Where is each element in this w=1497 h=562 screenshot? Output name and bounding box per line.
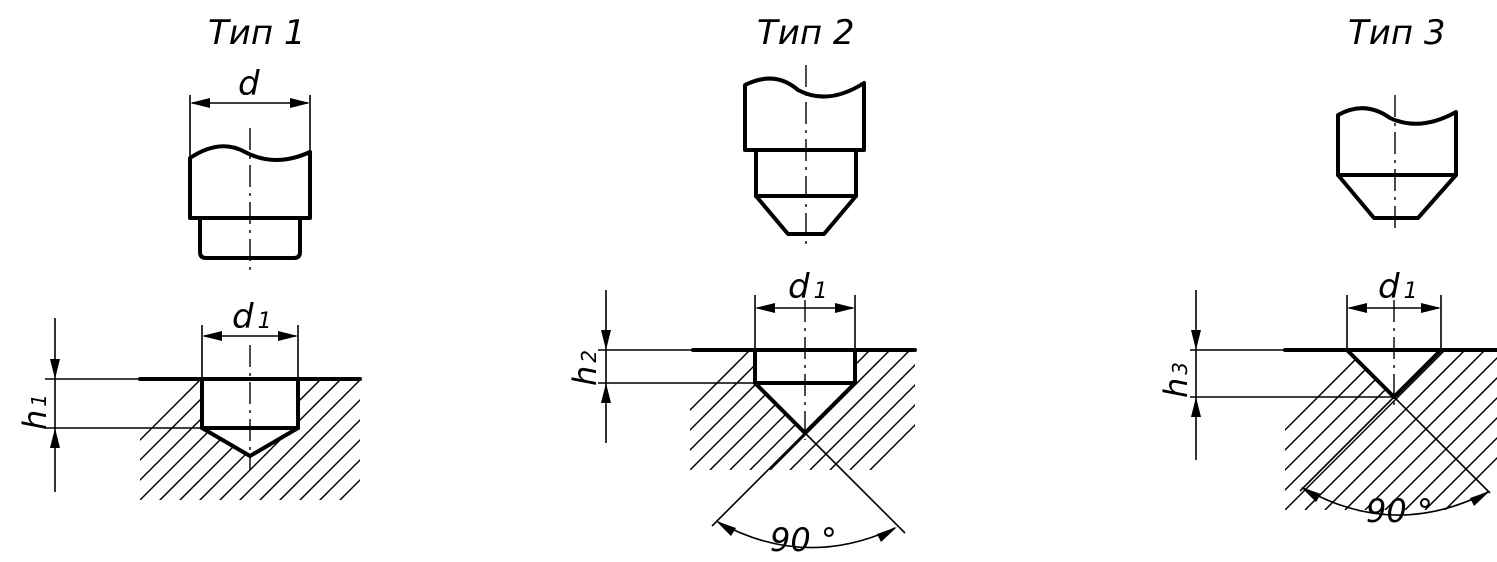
type-1-h1-label: h [16, 410, 54, 430]
type-2-dim-angle: 90 ° [716, 521, 897, 559]
type-3-d1-label: d [1378, 267, 1400, 307]
type-2-h2-label: h [566, 366, 604, 386]
svg-text:h1: h1 [16, 394, 54, 430]
type-1-section [138, 345, 362, 500]
type-1-group: Тип 1 d [16, 13, 362, 500]
type-1-pin [188, 128, 312, 275]
type-3-pin [1336, 95, 1458, 230]
type-1-h1-sub: 1 [27, 394, 51, 407]
type-2-pin [743, 65, 866, 245]
type-2-title: Тип 2 [757, 13, 855, 53]
svg-text:h2: h2 [566, 350, 604, 386]
type-2-d1-label: d [788, 267, 810, 307]
type-3-h3-sub: 3 [1168, 362, 1192, 375]
type-1-dim-d: d [189, 64, 311, 215]
type-3-angle-label: 90 ° [1366, 492, 1433, 530]
svg-text:d1: d1 [1378, 267, 1418, 307]
type-2-h2-sub: 2 [577, 350, 601, 363]
type-2-section [690, 300, 917, 534]
type-3-d1-sub: 1 [1404, 279, 1418, 304]
type-1-d1-sub: 1 [258, 309, 272, 334]
type-3-dim-angle: 90 ° [1301, 487, 1490, 530]
type-1-d-label: d [238, 64, 260, 104]
type-3-h3-label: h [1157, 378, 1195, 398]
type-3-section [1283, 300, 1497, 510]
type-3-dim-h3: h3 [1157, 290, 1392, 460]
type-1-dim-h1: h1 [16, 318, 200, 492]
svg-text:d1: d1 [788, 267, 828, 307]
type-2-d1-sub: 1 [814, 279, 828, 304]
type-2-angle-label: 90 ° [770, 521, 837, 559]
type-1-d1-label: d [232, 297, 254, 337]
type-1-title: Тип 1 [208, 13, 306, 53]
type-3-group: Тип 3 [1157, 13, 1497, 530]
svg-text:d1: d1 [232, 297, 272, 337]
svg-text:h3: h3 [1157, 362, 1195, 398]
type-2-group: Тип 2 [566, 13, 917, 559]
type-3-title: Тип 3 [1348, 13, 1446, 53]
type-2-dim-h2: h2 [566, 290, 753, 443]
